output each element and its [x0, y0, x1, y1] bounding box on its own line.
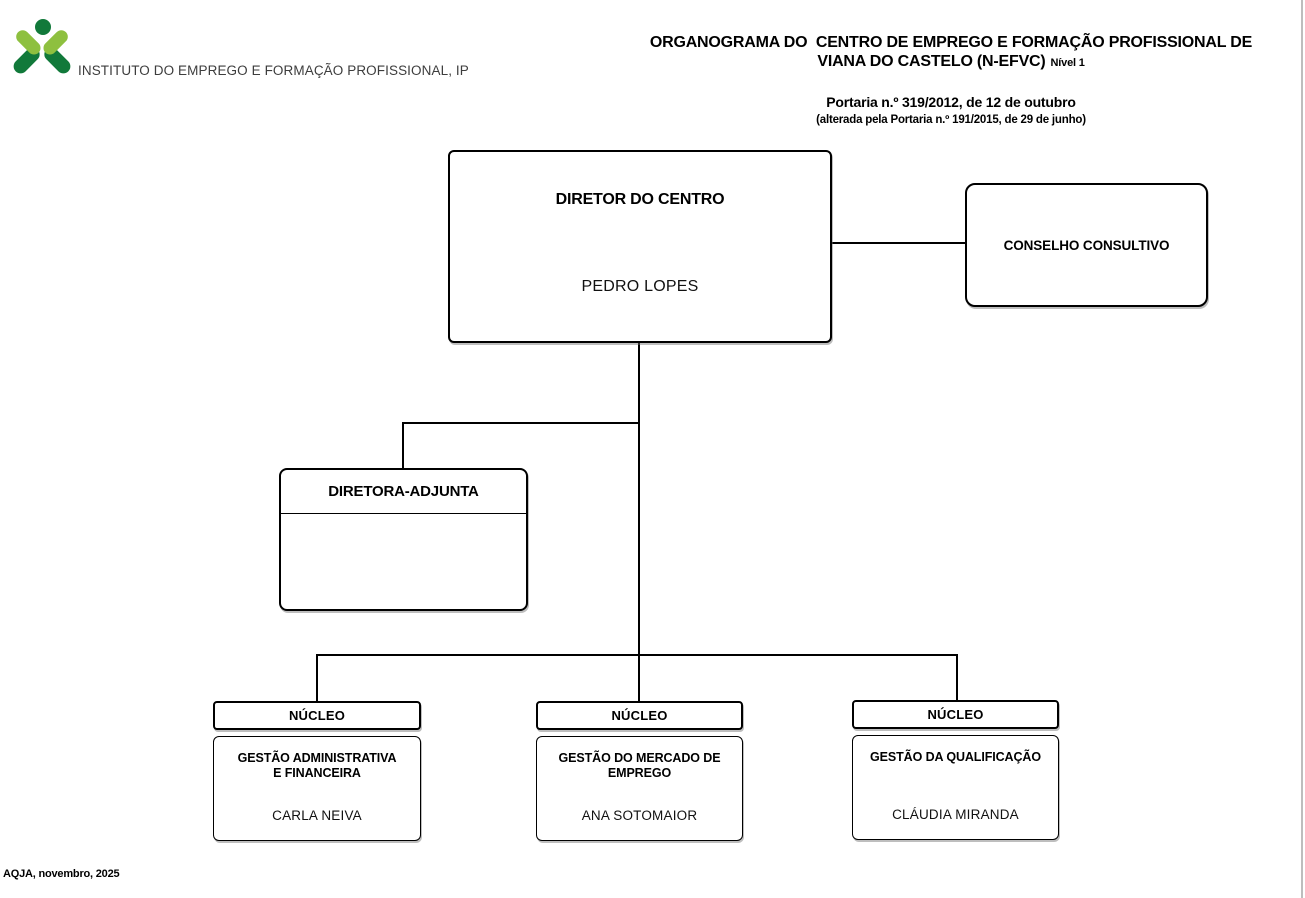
institute-name: INSTITUTO DO EMPREGO E FORMAÇÃO PROFISSI… — [78, 63, 469, 78]
box-diretora-adjunta: DIRETORA-ADJUNTA — [279, 468, 528, 611]
document-title-line2: VIANA DO CASTELO (N-EFVC)Nível 1 — [817, 53, 1085, 70]
nucleo-1-name: CARLA NEIVA — [272, 808, 362, 823]
adjunta-title: DIRETORA-ADJUNTA — [281, 470, 526, 514]
nucleo-3-area: GESTÃO DA QUALIFICAÇÃO — [870, 750, 1041, 764]
box-diretor-do-centro: DIRETOR DO CENTRO PEDRO LOPES — [448, 150, 832, 343]
level-label: Nível 1 — [1050, 57, 1085, 69]
diretor-name: PEDRO LOPES — [581, 278, 699, 295]
box-conselho-consultivo: CONSELHO CONSULTIVO — [965, 183, 1208, 307]
nucleo-2-name: ANA SOTOMAIOR — [581, 808, 698, 823]
box-nucleo-mercado-emprego: GESTÃO DO MERCADO DE EMPREGO ANA SOTOMAI… — [536, 736, 743, 841]
connector-nucleos-horizontal — [316, 654, 958, 656]
connector-adjunta-drop — [402, 422, 404, 469]
conselho-title: CONSELHO CONSULTIVO — [1003, 237, 1170, 253]
connector-director-conselho — [832, 242, 965, 244]
nucleo-1-header: NÚCLEO — [213, 701, 421, 730]
connector-director-down — [638, 343, 640, 703]
nucleo-1-header-label: NÚCLEO — [288, 708, 346, 723]
connector-nucleo3-drop — [956, 654, 958, 701]
document-title-line1: ORGANOGRAMA DO CENTRO DE EMPREGO E FORMA… — [649, 34, 1253, 51]
box-nucleo-qualificacao: GESTÃO DA QUALIFICAÇÃO CLÁUDIA MIRANDA — [852, 735, 1059, 840]
iefp-logo — [10, 16, 74, 82]
nucleo-2-header: NÚCLEO — [536, 701, 743, 730]
connector-nucleo1-drop — [316, 654, 318, 702]
nucleo-3-name: CLÁUDIA MIRANDA — [892, 807, 1019, 822]
portaria-reference: Portaria n.º 319/2012, de 12 de outubro — [826, 94, 1076, 110]
diretor-title: DIRETOR DO CENTRO — [555, 191, 725, 208]
document-title-block: ORGANOGRAMA DO CENTRO DE EMPREGO E FORMA… — [615, 33, 1287, 126]
connector-adjunta-horizontal — [402, 422, 640, 424]
nucleo-2-header-label: NÚCLEO — [611, 708, 668, 723]
nucleo-2-area: GESTÃO DO MERCADO DE EMPREGO — [558, 751, 721, 780]
box-nucleo-gestao-administrativa: GESTÃO ADMINISTRATIVA E FINANCEIRA CARLA… — [213, 736, 421, 841]
author-date-note: AQJA, novembro, 2025 — [3, 868, 120, 880]
nucleo-3-header-label: NÚCLEO — [927, 707, 984, 722]
nucleo-1-area: GESTÃO ADMINISTRATIVA E FINANCEIRA — [237, 751, 397, 780]
iefp-person-icon — [13, 19, 71, 74]
page-edge-divider — [1301, 0, 1303, 898]
nucleo-3-header: NÚCLEO — [852, 700, 1059, 729]
portaria-amendment: (alterada pela Portaria n.º 191/2015, de… — [816, 114, 1086, 126]
